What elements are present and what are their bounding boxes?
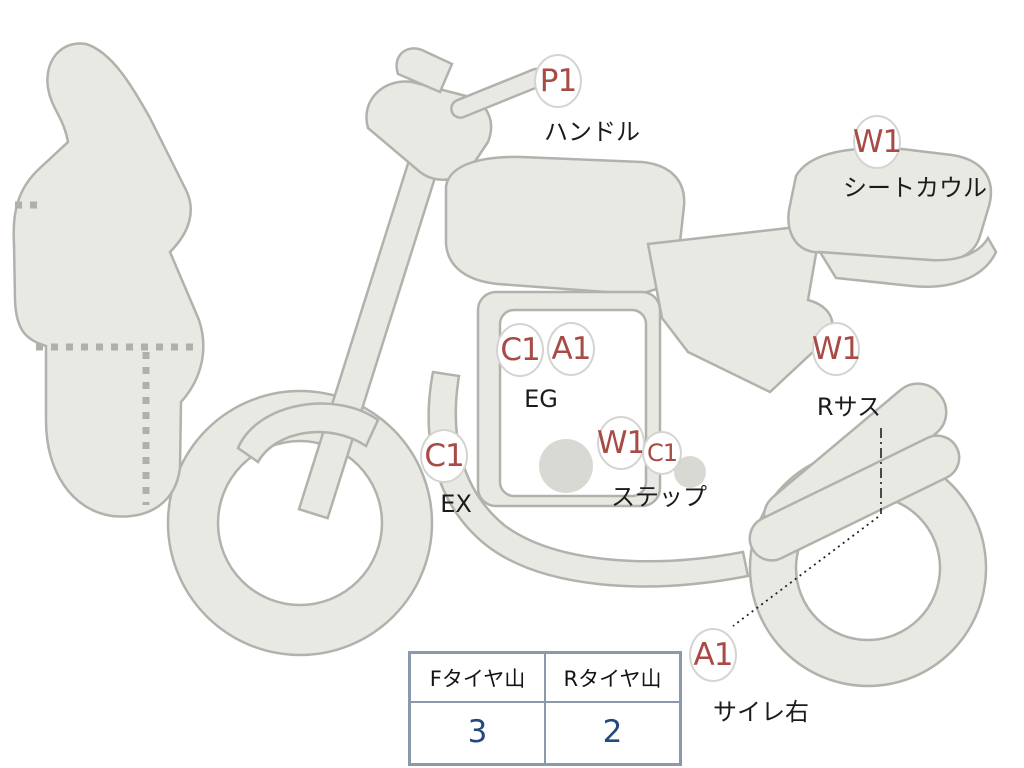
fuel-tank — [444, 155, 686, 295]
crankcase-cover — [539, 439, 593, 493]
front-tire-tread-header: Fタイヤ山 — [410, 653, 545, 702]
marker-w1-step: W1 — [597, 416, 646, 470]
marker-a1-engine: A1 — [547, 322, 595, 376]
handlebar — [450, 67, 547, 119]
exhaust-pipe — [427, 370, 750, 588]
caption-rear-suspension: Rサス — [816, 393, 882, 421]
caption-exhaust: EX — [440, 490, 472, 518]
caption-step: ステップ — [611, 483, 707, 511]
marker-c1-step: C1 — [642, 431, 682, 475]
seat — [646, 226, 834, 394]
front-tire-tread-value: 3 — [410, 702, 545, 764]
caption-handlebar: ハンドル — [544, 118, 640, 146]
tail-fin — [817, 235, 998, 288]
marker-c1-exhaust: C1 — [420, 429, 468, 483]
tire-tread-table: Fタイヤ山 Rタイヤ山 3 2 — [408, 651, 682, 766]
marker-a1-silencer-right: A1 — [689, 628, 737, 682]
caption-silencer-right: サイレ右 — [713, 698, 809, 726]
step-peg — [674, 456, 706, 488]
rear-tire-tread-header: Rタイヤ山 — [545, 653, 680, 702]
caption-engine: EG — [524, 385, 558, 413]
marker-c1-engine: C1 — [496, 323, 544, 377]
marker-p1-handlebar: P1 — [534, 54, 582, 108]
seat-cowl — [787, 147, 993, 263]
front-cowl — [12, 42, 205, 518]
caption-seat-cowl: シートカウル — [843, 174, 987, 202]
marker-w1-seat-cowl: W1 — [853, 115, 902, 169]
silencer — [748, 434, 961, 562]
front-fender — [236, 402, 380, 464]
marker-w1-rear-suspension: W1 — [812, 322, 861, 376]
leader-line-dotted — [732, 516, 879, 627]
mirror — [395, 47, 454, 94]
rear-tire-tread-value: 2 — [545, 702, 680, 764]
front-wheel-hub — [216, 439, 384, 607]
